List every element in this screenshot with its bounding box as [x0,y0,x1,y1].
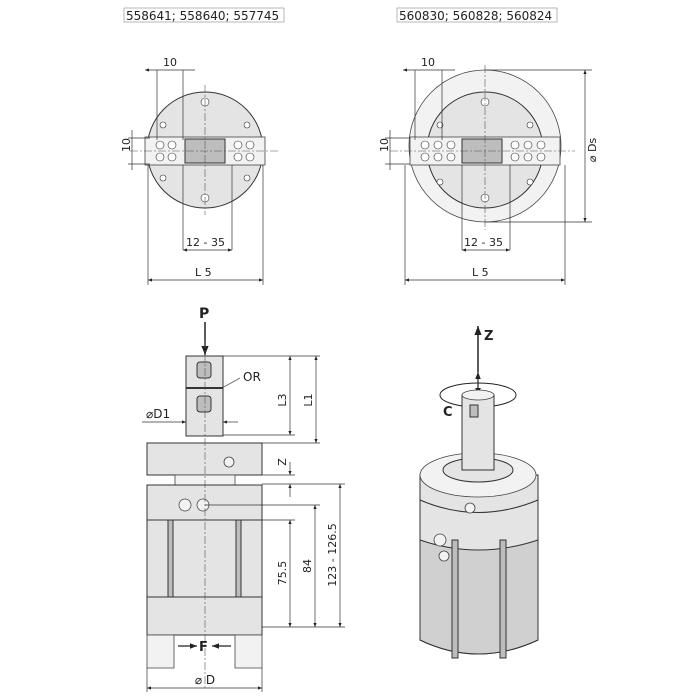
label-axis-z-label: Z [484,329,493,344]
dim-side-label: 10 [120,138,133,152]
dim-stroke-label: 12 - 35 [186,236,225,249]
label-shaft-diameter-label: ⌀D1 [146,407,170,421]
dim-width-label: L 5 [472,266,489,279]
dim-diameter-label: ⌀ D [195,673,215,687]
dim-total-label: 123 - 126.5 [326,523,339,586]
label-force-label: F [199,640,208,655]
left-models-label: 558641; 558640; 557745 [126,9,279,23]
dim-side-label: 10 [378,138,391,152]
dim-l1-label: L1 [302,393,315,406]
dim-l3-label: L3 [276,393,289,406]
isometric-view: Z C [419,326,539,659]
dim-top-label: 10 [163,56,177,69]
top-right-view: 10 10 12 - 35 L 5 ⌀ Ds [378,56,599,285]
dim-diameter-label: ⌀ Ds [586,138,599,163]
header-right-models: 560830; 560828; 560824 [396,7,558,23]
dim-width-label: L 5 [195,266,212,279]
top-left-view: 10 10 12 - 35 L 5 [120,56,280,285]
dim-z-label: Z [276,458,289,466]
dim-stroke-label: 12 - 35 [464,236,503,249]
dim-84-label: 84 [301,559,314,573]
label-oring-label: OR [243,370,261,384]
label-rotation-c-label: C [443,405,453,420]
side-view: P OR ⌀D1 L3 L1 Z [142,306,345,692]
right-models-label: 560830; 560828; 560824 [399,9,552,23]
dim-top-label: 10 [421,56,435,69]
header-left-models: 558641; 558640; 557745 [123,7,285,23]
dim-75-label: 75.5 [276,561,289,586]
label-pressure-label: P [199,306,209,322]
